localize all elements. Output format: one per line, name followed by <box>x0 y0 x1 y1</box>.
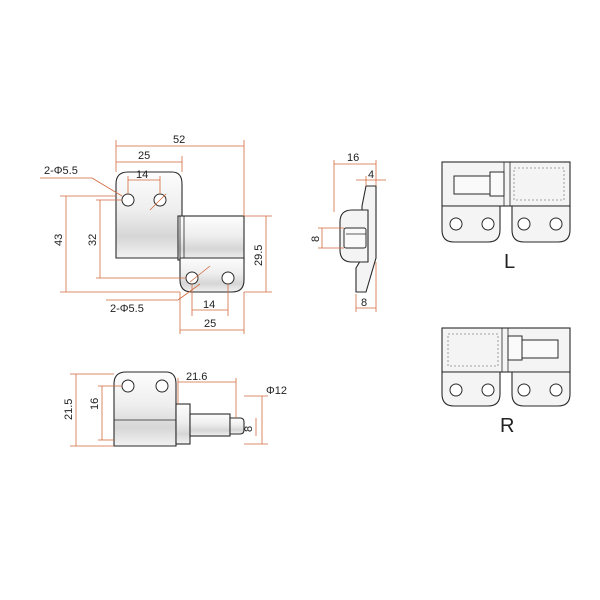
dim-side-16: 16 <box>347 152 359 164</box>
dim-front-25-upper: 25 <box>138 150 150 162</box>
dim-front-14-upper: 14 <box>136 169 148 181</box>
dim-front-43: 43 <box>53 234 65 246</box>
dim-front-14-lower: 14 <box>203 299 215 311</box>
hole-lower-right <box>221 271 235 285</box>
dim-bottom-21-6: 21.6 <box>186 371 207 383</box>
dim-bottom-phi12: Φ12 <box>266 385 287 397</box>
dim-front-29-5: 29.5 <box>253 245 265 266</box>
dim-side-8-thickness: 8 <box>361 297 367 309</box>
bottom-pin-tip <box>229 417 245 435</box>
left-variant-leaf-right <box>511 205 571 243</box>
dim-bottom-16: 16 <box>89 398 101 410</box>
variant-left: L <box>441 161 571 273</box>
dim-front-32: 32 <box>87 234 99 246</box>
left-variant-leaf-left <box>441 205 501 243</box>
hole-note-lower: 2-Φ5.5 <box>110 303 144 315</box>
variant-right-label: R <box>500 415 514 437</box>
variant-right: R <box>441 327 571 437</box>
upper-leaf <box>115 171 183 259</box>
bottom-view: 21.5 16 21.6 Φ12 8 <box>63 371 287 447</box>
side-view: 16 4 8 8 <box>310 152 386 312</box>
dim-side-4: 4 <box>368 169 374 181</box>
barrel <box>177 215 245 261</box>
hole-note-upper: 2-Φ5.5 <box>44 165 78 177</box>
dim-bottom-8: 8 <box>243 426 255 432</box>
front-view: 52 25 14 2-Φ5.5 43 32 29.5 14 <box>40 134 272 334</box>
dim-side-8-bore: 8 <box>310 236 322 242</box>
variant-left-label: L <box>504 251 515 273</box>
bottom-hole-right <box>155 379 169 393</box>
dim-front-52: 52 <box>173 134 185 146</box>
bottom-collar <box>175 403 191 445</box>
hole-upper-left <box>121 193 135 207</box>
side-bore <box>343 227 367 249</box>
right-variant-leaf-left <box>441 371 501 407</box>
bottom-pin <box>189 413 231 437</box>
hole-lower-left <box>185 271 199 285</box>
dim-bottom-21-5: 21.5 <box>63 399 75 420</box>
right-variant-leaf-right <box>511 371 571 407</box>
dim-front-25-lower: 25 <box>204 318 216 330</box>
bottom-hole-left <box>121 379 135 393</box>
